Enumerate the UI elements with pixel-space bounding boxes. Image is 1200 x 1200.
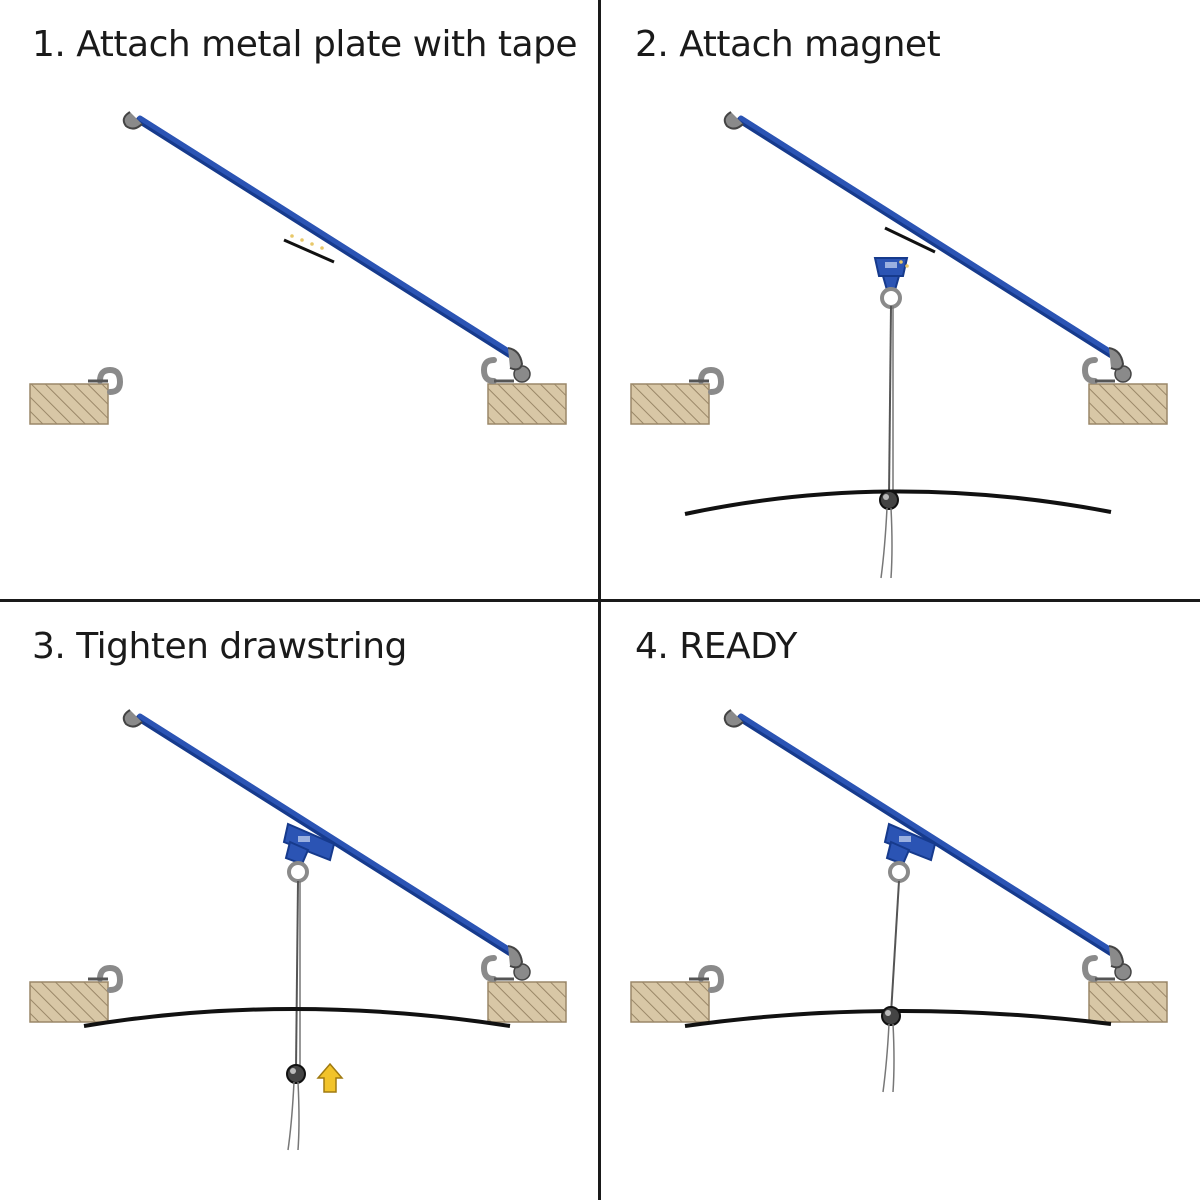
drawstring-tail [297,1081,300,1151]
up-arrow-icon [316,1062,344,1093]
drawstring [890,880,900,1015]
step-4-illustration [630,709,1168,1093]
window-frame-left [630,981,710,1023]
hook-icon [88,366,124,395]
curtain-rod [122,709,524,969]
step-3-illustration [29,709,567,1151]
step-2-title: 2. Attach magnet [635,24,941,65]
step-1-panel: 1. Attach metal plate with tape [0,0,598,598]
window-frame-left [29,383,109,425]
drawstring [295,880,299,1071]
curtain-wire [684,489,1112,516]
horizontal-divider [0,599,1200,602]
magnet-icon [873,257,909,309]
window-frame-right [487,981,567,1023]
metal-plate [884,226,936,254]
step-2-panel: 2. Attach magnet [601,0,1199,598]
hook-icon [689,964,725,993]
curtain-rod [122,111,524,371]
drawstring-tail [892,1023,895,1093]
magnet-icon [883,822,937,883]
step-3-panel: 3. Tighten drawstring [0,602,598,1200]
hook-icon [480,955,531,982]
drawstring-tail [880,507,888,579]
metal-plate [283,234,335,264]
step-1-title: 1. Attach metal plate with tape [32,24,578,65]
curtain-wire [83,1007,511,1028]
curtain-rod [723,709,1125,969]
drawstring-tail [890,507,893,579]
hook-icon [689,366,725,395]
window-frame-right [487,383,567,425]
step-2-illustration [630,111,1168,579]
curtain-rod [723,111,1125,371]
toggle-icon [286,1064,306,1084]
hook-icon [1081,955,1132,982]
drawstring [888,305,892,499]
step-3-title: 3. Tighten drawstring [32,626,407,667]
hook-icon [480,357,531,384]
drawstring-tail [287,1081,295,1151]
window-frame-left [630,383,710,425]
window-frame-left [29,981,109,1023]
step-4-panel: 4. READY [601,602,1199,1200]
drawstring-tail [882,1023,890,1093]
window-frame-right [1088,981,1168,1023]
toggle-icon [881,1006,901,1026]
window-frame-right [1088,383,1168,425]
hook-icon [88,964,124,993]
toggle-icon [879,490,899,510]
hook-icon [1081,357,1132,384]
step-4-title: 4. READY [635,626,797,667]
step-1-illustration [29,111,567,425]
